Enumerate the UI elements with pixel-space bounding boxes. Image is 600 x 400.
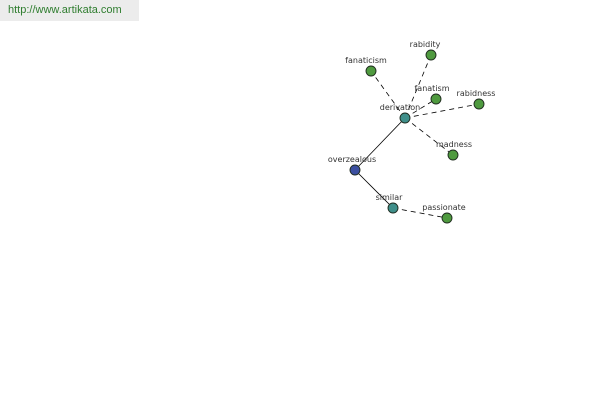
edge-derivation-fanatism (404, 98, 437, 119)
node-overzealous[interactable] (349, 164, 361, 176)
site-url-link[interactable]: http://www.artikata.com (8, 4, 122, 16)
edge-derivation-rabidness (404, 103, 480, 119)
node-madness[interactable] (447, 149, 459, 161)
node-fanaticism[interactable] (365, 65, 377, 77)
node-similar[interactable] (387, 202, 399, 214)
edge-overzealous-similar (354, 169, 394, 209)
edge-derivation-rabidity (404, 54, 432, 119)
node-label-madness[interactable]: madness (436, 140, 472, 149)
edges-layer (354, 54, 480, 219)
edge-overzealous-derivation (354, 117, 406, 171)
node-label-passionate[interactable]: passionate (422, 203, 466, 212)
node-rabidity[interactable] (425, 49, 437, 61)
edge-similar-passionate (392, 207, 448, 219)
labels-layer: overzealous derivation similar fanaticism ra… (328, 40, 496, 212)
node-label-derivation[interactable]: derivation (380, 103, 420, 112)
node-label-overzealous[interactable]: overzealous (328, 155, 376, 164)
node-fanatism[interactable] (430, 93, 442, 105)
node-label-similar[interactable]: similar (376, 193, 404, 202)
node-label-rabidness[interactable]: rabidness (457, 89, 496, 98)
node-passionate[interactable] (441, 212, 453, 224)
nodes-layer (349, 49, 485, 224)
node-label-fanaticism[interactable]: fanaticism (345, 56, 387, 65)
node-label-fanatism[interactable]: fanatism (414, 84, 449, 93)
node-derivation[interactable] (399, 112, 411, 124)
url-banner: http://www.artikata.com (0, 0, 139, 21)
node-label-rabidity[interactable]: rabidity (410, 40, 441, 49)
edge-derivation-fanaticism (370, 70, 406, 119)
edge-derivation-madness (404, 117, 454, 156)
node-rabidness[interactable] (473, 98, 485, 110)
